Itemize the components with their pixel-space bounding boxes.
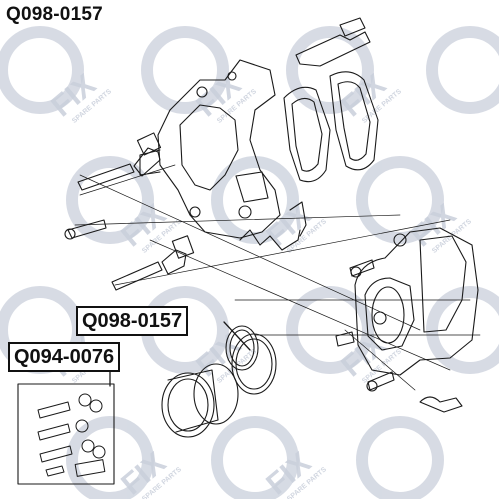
page-title: Q098-0157: [6, 4, 103, 25]
shim-plate: [295, 17, 371, 67]
guide-lines: [74, 164, 481, 391]
caliper-bolts: [335, 259, 463, 413]
callout-leaders: [109, 321, 251, 387]
callout-q098-0157: Q098-0157: [76, 306, 189, 336]
piston-seal-set: [161, 325, 277, 438]
caliper-bracket: [139, 59, 281, 239]
guide-pins: [64, 132, 195, 291]
caliper-housing: [354, 227, 479, 376]
brake-pads: [283, 71, 379, 183]
repair-kit-box: [17, 383, 115, 485]
callout-q094-0076: Q094-0076: [8, 342, 121, 372]
anti-rattle-clip: [235, 171, 307, 251]
